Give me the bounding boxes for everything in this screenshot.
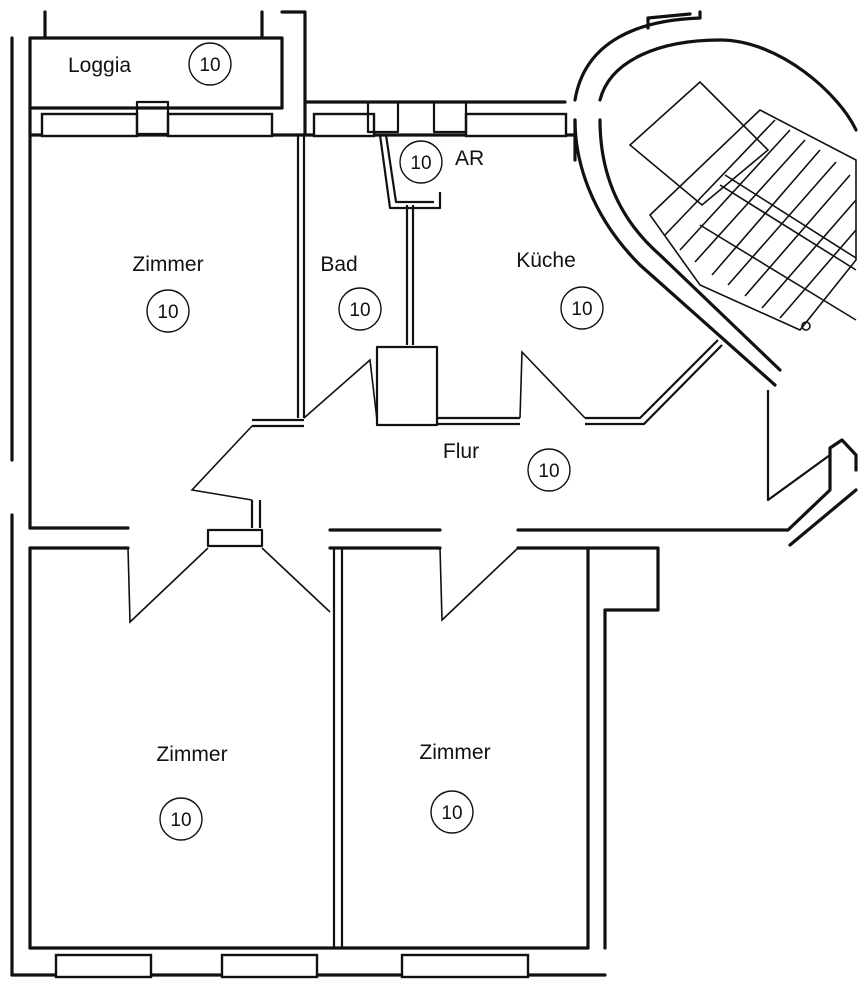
flur-upper-wall-mid [437, 416, 520, 426]
room-label-zimmer-oben: Zimmer [132, 253, 203, 276]
flur-left-pier [250, 500, 262, 528]
stair-outer-curve [598, 38, 858, 132]
badge-ar: 10 [410, 153, 431, 174]
door-kueche [519, 350, 586, 419]
room-label-kueche: Küche [516, 249, 576, 272]
window-kueche [464, 112, 568, 138]
window-bottom-3 [400, 953, 530, 979]
room-zimmer-oben: Zimmer 10 [132, 253, 204, 333]
window-loggia-right [166, 112, 274, 138]
stair-newel [801, 321, 811, 331]
flur-right-wall [766, 390, 831, 502]
flur-upper-wall-left [252, 418, 304, 428]
stair-outer-wall [573, 10, 702, 102]
stair-landing [628, 80, 770, 207]
loggia-walls [28, 10, 307, 110]
badge-circle-bad [338, 287, 382, 331]
zimmer-bad-partition [296, 135, 306, 418]
badge-zimmer-unten-links: 10 [170, 810, 191, 831]
bad-kueche-partition [405, 205, 415, 345]
flur-upper-wall-right [585, 339, 723, 426]
room-label-loggia: Loggia [68, 54, 131, 77]
door-zimmer-unten-links-2 [261, 547, 331, 613]
middle-wall-left [28, 526, 130, 550]
lower-zimmer-partition [332, 548, 344, 948]
room-zimmer-unten-links: Zimmer 10 [156, 743, 228, 841]
window-bottom-1 [54, 953, 153, 979]
middle-wall-pier [206, 528, 264, 548]
room-bad: Bad 10 [320, 253, 382, 331]
staircase [573, 10, 858, 387]
window-stub-3 [432, 100, 468, 134]
door-zimmer-unten-links [127, 547, 209, 624]
doors [127, 350, 586, 624]
badge-loggia: 10 [199, 55, 220, 76]
room-label-flur: Flur [443, 440, 479, 463]
room-label-zimmer-unten-mitte: Zimmer [419, 741, 490, 764]
room-label-bad: Bad [320, 253, 357, 276]
badge-zimmer-oben: 10 [157, 302, 178, 323]
room-loggia: Loggia 10 [68, 42, 232, 86]
badge-circle-zimmer-unten-links [159, 797, 203, 841]
badge-kueche: 10 [571, 299, 592, 320]
stair-tread-lines [664, 119, 857, 321]
room-label-zimmer-unten-links: Zimmer [156, 743, 227, 766]
chimney-block [375, 345, 439, 427]
middle-wall-right [516, 438, 858, 950]
badge-circle-zimmer-unten-mitte [430, 790, 474, 834]
left-exterior-wall [10, 36, 32, 530]
window-stub-2 [366, 100, 400, 134]
door-zimmer-oben [190, 425, 253, 501]
left-exterior-wall-lower [10, 513, 32, 977]
door-zimmer-unten-mitte [439, 547, 519, 622]
badge-circle-ar [399, 140, 443, 184]
badge-circle-flur [527, 448, 571, 492]
ar-closet-walls [378, 134, 442, 210]
room-ar: 10 AR [399, 140, 484, 184]
window-loggia-left [40, 112, 139, 138]
windows [40, 100, 568, 979]
room-kueche: Küche 10 [516, 249, 604, 330]
room-flur: Flur 10 [443, 440, 571, 492]
badge-flur: 10 [538, 461, 559, 482]
window-bottom-2 [220, 953, 319, 979]
window-stub-1 [135, 100, 170, 136]
door-bad [303, 358, 378, 421]
middle-wall-center [328, 528, 442, 550]
window-bad [312, 112, 376, 138]
badge-circle-zimmer-oben [146, 289, 190, 333]
badge-circle-loggia [188, 42, 232, 86]
room-zimmer-unten-mitte: Zimmer 10 [419, 741, 491, 834]
stair-inner-curve [573, 118, 782, 387]
room-label-ar: AR [455, 147, 484, 170]
badge-circle-kueche [560, 286, 604, 330]
badge-zimmer-unten-mitte: 10 [441, 803, 462, 824]
stair-treads-outer [648, 109, 857, 331]
badge-bad: 10 [349, 300, 370, 321]
